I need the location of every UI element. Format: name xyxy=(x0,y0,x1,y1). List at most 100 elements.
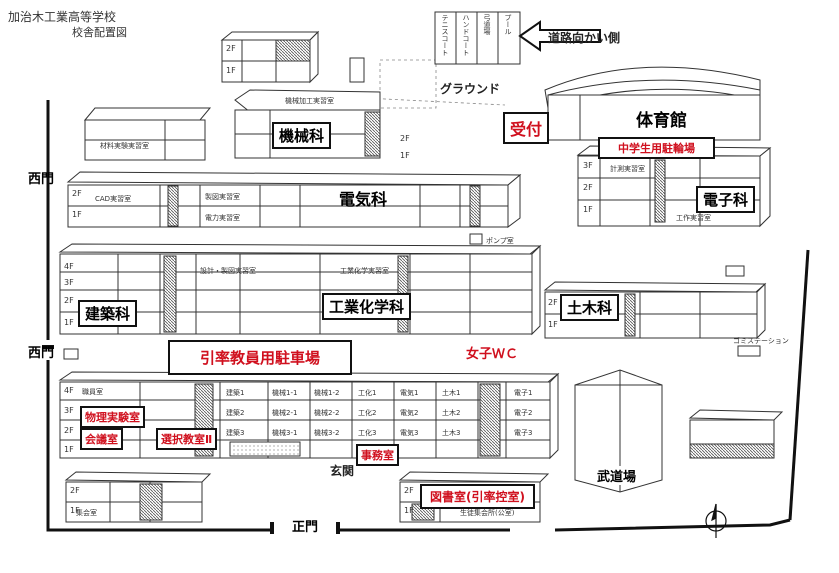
floor-label: 2F xyxy=(226,44,236,53)
floor-label: 3F xyxy=(583,161,593,170)
denki-buildings xyxy=(66,171,522,228)
dept-kikai: 機械科 xyxy=(272,122,332,149)
dept-denki: 電気科 xyxy=(339,190,388,209)
floor-label: 2F xyxy=(64,296,74,305)
floor-label: 2F xyxy=(64,426,74,435)
select-room-label: 選択教室Ⅱ xyxy=(156,428,218,450)
gym-label: 体育館 xyxy=(636,111,687,131)
dept-denshi: 電子科 xyxy=(696,186,756,213)
compass-icon xyxy=(705,503,727,538)
school-title: 加治木工業高等学校 xyxy=(8,10,117,24)
ground-label: グラウンド xyxy=(440,82,501,96)
map-subtitle: 校舎配置図 xyxy=(72,26,127,39)
classroom-label: 機械2-1 xyxy=(272,409,298,417)
main-gate: 正門 xyxy=(290,516,321,535)
gate-posts xyxy=(42,345,340,534)
room-label: 工業化学実習室 xyxy=(340,267,389,275)
floor-label: 4F xyxy=(64,262,74,271)
classroom-label: 電子1 xyxy=(514,389,533,397)
floor-label: 2F xyxy=(583,183,593,192)
classroom-label: 工化3 xyxy=(358,429,377,437)
main-workshop xyxy=(58,243,542,336)
room-label: CAD実習室 xyxy=(95,195,132,203)
classroom-label: 建築2 xyxy=(226,409,245,417)
floor-label: 2F xyxy=(72,189,82,198)
classroom-label: 電子3 xyxy=(514,429,533,437)
dept-kogyo-kagaku: 工業化学科 xyxy=(322,293,412,320)
teacher-parking-label: 引率教員用駐車場 xyxy=(168,340,353,375)
floor-label: 3F xyxy=(64,406,74,415)
classroom-label: 機械3-1 xyxy=(272,429,298,437)
classroom-label: 機械2-2 xyxy=(314,409,340,417)
floor-label: 4F xyxy=(64,386,74,395)
classroom-label: 建築1 xyxy=(226,389,245,397)
physics-lab-label: 物理実験室 xyxy=(80,406,145,428)
room-label: 電力実習室 xyxy=(205,214,240,222)
classroom-label: 工化2 xyxy=(358,409,377,417)
classroom-label: 機械1-2 xyxy=(314,389,340,397)
room-label: 材料実験実習室 xyxy=(100,142,149,150)
ground-facility: 弓道場 xyxy=(483,14,491,35)
classroom-label: 機械1-1 xyxy=(272,389,298,397)
floor-label: 2F xyxy=(404,486,414,495)
campus-boundary xyxy=(46,100,810,532)
room-label: 計測実習室 xyxy=(610,165,645,173)
room-label: 職員室 xyxy=(82,388,103,396)
room-label: 製図実習室 xyxy=(205,193,240,201)
room-label: 工作実習室 xyxy=(676,214,711,222)
garbage-station-label: ゴミステーション xyxy=(733,337,789,345)
floor-label: 2F xyxy=(70,486,80,495)
ground-facility: ハンドコート xyxy=(462,14,470,56)
classroom-building xyxy=(58,371,560,460)
girls-wc-label: 女子ＷＣ xyxy=(466,343,519,362)
floor-label: 2F xyxy=(400,134,410,143)
office-label: 事務室 xyxy=(356,444,399,466)
dept-kenchiku: 建築科 xyxy=(78,300,138,327)
pump-room-label: ポンプ室 xyxy=(486,237,514,245)
annex-building xyxy=(64,471,212,523)
west-gate-2: 西門 xyxy=(28,346,55,361)
reception-label: 受付 xyxy=(503,112,550,144)
classroom-label: 電気1 xyxy=(400,389,419,397)
room-label: 設計・製図実習室 xyxy=(200,267,256,275)
floor-label: 2F xyxy=(548,298,558,307)
meeting-room-label: 会議室 xyxy=(80,428,123,450)
classroom-label: 電子2 xyxy=(514,409,533,417)
small-tanks xyxy=(63,233,761,360)
classroom-label: 機械3-2 xyxy=(314,429,340,437)
floor-label: 1F xyxy=(404,506,414,515)
floor-label: 1F xyxy=(400,151,410,160)
dept-doboku: 土木科 xyxy=(560,294,620,321)
direction-arrow xyxy=(518,20,601,52)
ground-facilities xyxy=(434,11,521,65)
floor-label: 1F xyxy=(64,445,74,454)
lab-house xyxy=(83,107,212,161)
ground-facility: プール xyxy=(504,14,512,35)
direction-label: 道路向かい側 xyxy=(548,31,621,45)
floor-label: 1F xyxy=(548,320,558,329)
kikai-buildings xyxy=(220,30,381,159)
storage-building xyxy=(688,409,784,459)
floor-label: 1F xyxy=(226,66,236,75)
classroom-label: 電気2 xyxy=(400,409,419,417)
ground-facility: テニスコート xyxy=(441,14,449,56)
classroom-label: 工化1 xyxy=(358,389,377,397)
floor-label: 1F xyxy=(70,506,80,515)
room-label: 生徒集会所(公室) xyxy=(460,509,515,517)
gymnasium xyxy=(544,66,761,141)
classroom-label: 土木1 xyxy=(442,389,461,397)
floor-label: 1F xyxy=(583,205,593,214)
entrance-label: 玄関 xyxy=(330,464,355,478)
budojo-label: 武道場 xyxy=(597,466,637,485)
floor-label: 3F xyxy=(64,278,74,287)
floor-label: 1F xyxy=(64,318,74,327)
room-label: 集会室 xyxy=(76,509,97,517)
west-gate-1: 西門 xyxy=(28,172,55,187)
classroom-label: 建築3 xyxy=(226,429,245,437)
classroom-label: 土木3 xyxy=(442,429,461,437)
floor-label: 1F xyxy=(72,210,82,219)
bike-parking-label: 中学生用駐輪場 xyxy=(598,137,715,159)
classroom-label: 土木2 xyxy=(442,409,461,417)
